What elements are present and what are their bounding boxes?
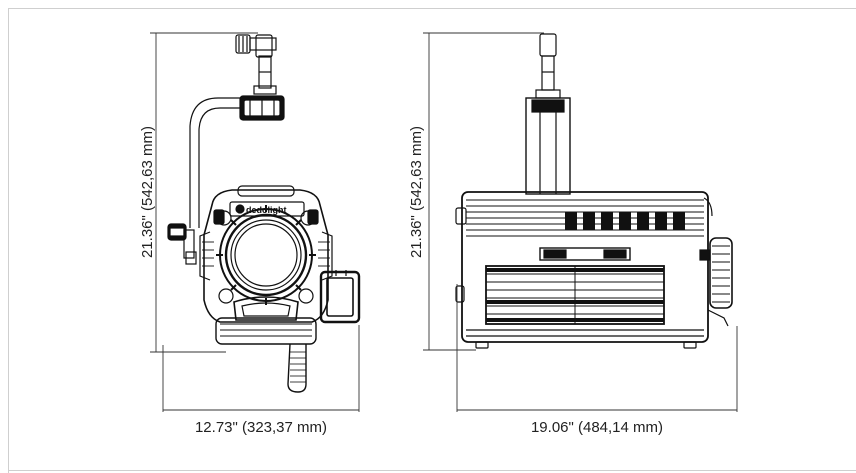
frame-left — [8, 8, 9, 473]
side-view-light — [167, 34, 361, 393]
front-view-light — [455, 33, 733, 349]
front-height-label: 21.36" (542,63 mm) — [408, 126, 425, 258]
side-height-label: 21.36" (542,63 mm) — [139, 126, 156, 258]
frame-top — [8, 8, 856, 9]
front-dimension-lines — [423, 32, 738, 412]
front-width-label: 19.06" (484,14 mm) — [531, 419, 663, 436]
side-dimension-lines — [150, 32, 360, 412]
brand-logo: dedolight — [246, 205, 287, 215]
frame-bottom — [8, 470, 856, 471]
side-width-label: 12.73" (323,37 mm) — [195, 419, 327, 436]
